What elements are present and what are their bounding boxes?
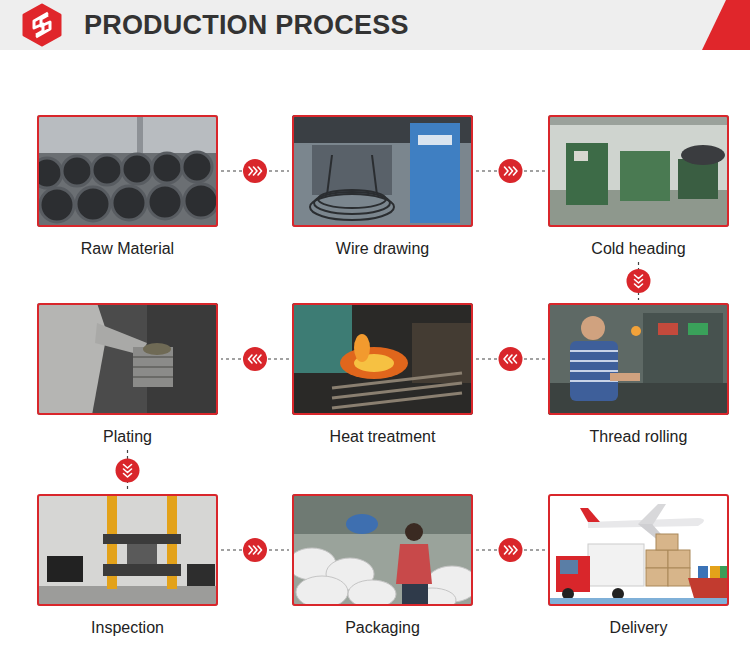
arrow-chevron [513, 355, 517, 363]
arrow-chevron [124, 465, 132, 469]
arrow-chevron [509, 355, 513, 363]
flow-connector [221, 159, 289, 183]
photo-frame [548, 303, 729, 415]
flow-connector [476, 538, 545, 562]
arrow-chevron [505, 546, 509, 554]
photo-frame [548, 494, 729, 606]
arrow-badge [116, 459, 140, 483]
arrow-badge [499, 538, 523, 562]
process-step: Cold heading [548, 115, 729, 259]
arrow-badge [627, 269, 651, 293]
arrow-chevron [258, 167, 262, 175]
arrow-chevron [635, 275, 643, 279]
photo-frame [37, 115, 218, 227]
photo-frame [37, 494, 218, 606]
arrow-chevron [249, 546, 253, 554]
arrow-chevron [258, 355, 262, 363]
process-step: Heat treatment [292, 303, 473, 447]
arrow-chevron [124, 469, 132, 473]
flow-connector [221, 347, 289, 371]
arrow-chevron [254, 167, 258, 175]
photo-cold-heading [548, 115, 729, 227]
step-label: Wire drawing [292, 239, 473, 259]
arrow-chevron [254, 546, 258, 554]
process-step: Wire drawing [292, 115, 473, 259]
arrow-badge [243, 538, 267, 562]
arrow-chevron [635, 280, 643, 284]
arrow-chevron [249, 355, 253, 363]
step-label: Heat treatment [292, 427, 473, 447]
photo-frame [292, 115, 473, 227]
arrow-chevron [509, 546, 513, 554]
arrow-chevron [258, 546, 262, 554]
page-title: PRODUCTION PROCESS [84, 9, 409, 41]
photo-inspection [37, 494, 218, 606]
step-label: Delivery [548, 618, 729, 638]
process-step: Inspection [37, 494, 218, 638]
step-label: Packaging [292, 618, 473, 638]
photo-heat-treatment [292, 303, 473, 415]
arrow-badge [499, 347, 523, 371]
flow-connector [476, 159, 545, 183]
step-label: Plating [37, 427, 218, 447]
arrow-chevron [124, 474, 132, 478]
step-label: Inspection [37, 618, 218, 638]
arrow-chevron [509, 167, 513, 175]
photo-frame [292, 303, 473, 415]
step-label: Raw Material [37, 239, 218, 259]
step-label: Thread rolling [548, 427, 729, 447]
process-step: Delivery [548, 494, 729, 638]
arrow-badge [499, 159, 523, 183]
arrow-chevron [253, 355, 257, 363]
arrow-chevron [504, 355, 508, 363]
photo-packaging [292, 494, 473, 606]
step-label: Cold heading [548, 239, 729, 259]
photo-frame [292, 494, 473, 606]
arrow-badge [243, 159, 267, 183]
flow-connector [221, 538, 289, 562]
photo-thread-rolling [548, 303, 729, 415]
process-step: Raw Material [37, 115, 218, 259]
flow-connector [627, 262, 651, 300]
flow-connector [476, 347, 545, 371]
photo-wire-drawing [292, 115, 473, 227]
photo-delivery [548, 494, 729, 606]
arrow-badge [243, 347, 267, 371]
photo-plating [37, 303, 218, 415]
arrow-chevron [635, 284, 643, 288]
process-step: Packaging [292, 494, 473, 638]
photo-frame [37, 303, 218, 415]
flow-connector [116, 450, 140, 491]
process-step: Plating [37, 303, 218, 447]
logo [24, 5, 60, 45]
header-accent [702, 0, 750, 50]
arrow-chevron [505, 167, 509, 175]
arrow-chevron [514, 167, 518, 175]
arrow-chevron [249, 167, 253, 175]
photo-frame [548, 115, 729, 227]
arrow-chevron [514, 546, 518, 554]
photo-raw-material [37, 115, 218, 227]
header-band [0, 0, 750, 50]
process-step: Thread rolling [548, 303, 729, 447]
